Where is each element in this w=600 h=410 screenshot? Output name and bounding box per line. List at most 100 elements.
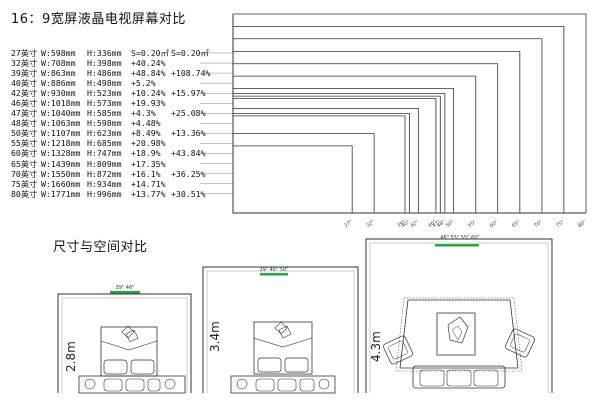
spec-pct: +5.2% [131,78,156,89]
ceiling-height-label: 2.8m [64,341,78,372]
spec-w: W:930mm [41,88,76,99]
bed [100,326,158,377]
spec-pct: +18.9% [131,148,161,159]
spec-h: H:585mm [87,108,122,119]
spec-pct: +16.1% [131,168,161,179]
spec-pct: S=0.20㎡ [131,48,169,58]
screen-outline [233,95,441,213]
bed [253,321,313,375]
spec-h: H:934mm [87,178,122,189]
screen-outline [233,88,455,213]
spec-h: H:486mm [87,68,122,79]
spec-w: W:886mm [41,78,76,89]
spec-size: 42英寸 [11,88,38,99]
size-tick-label: 42" [410,219,421,229]
tv-bar [110,291,140,294]
spec-h: H:872mm [87,168,122,179]
tv-bar [435,244,479,247]
room-medium: 39" 46" 50" 3.4m [202,266,359,394]
spec-size: 27英寸 [11,48,38,58]
spec-w: W:1660mm [41,178,81,189]
spec-size: 48英寸 [11,118,38,129]
spec-h: H:523mm [87,88,122,99]
spec-pct2: +25.08% [171,108,206,119]
spec-size: 65英寸 [11,158,38,169]
size-tick-label: 55" [467,219,478,229]
tv-bar [260,273,288,276]
spec-h: H:747mm [87,148,122,159]
spec-h: H:685mm [87,138,122,149]
size-tick-label: 40" [401,219,412,229]
spec-w: W:1218mm [41,138,81,149]
spec-h: H:573mm [87,98,122,109]
spec-pct: +17.35% [131,158,166,169]
spec-w: W:1771mm [41,188,81,199]
spec-w: W:863mm [41,68,76,79]
tv-size-label: 46" 55" 55" 60" [440,235,479,241]
sofa [78,375,186,394]
spec-pct2: +13.36% [171,128,206,139]
spec-size: 40英寸 [11,78,38,89]
armchair [383,335,413,365]
size-tick-label: 39" [396,219,407,229]
screen-outline [233,75,477,213]
size-tick-label: 50" [445,219,456,229]
room-large: 46" 55" 55" 60" 4.3m [365,235,553,393]
spec-h: H:809mm [87,158,122,169]
spec-size: 39英寸 [11,68,38,79]
size-tick-label: 48" [436,219,447,229]
size-tick-label: 65" [511,219,522,229]
spec-h: H:498mm [87,78,122,89]
spec-h: H:598mm [87,118,122,129]
spec-w: W:1439mm [41,158,81,169]
spec-pct2: +36.25% [171,168,206,179]
spec-h: H:996mm [87,188,122,199]
size-tick-label: 27" [343,219,354,229]
spec-pct: +48.84% [131,68,166,79]
spec-h: H:623mm [87,128,122,139]
screen-outline [233,133,375,213]
size-tick-label: 70" [533,219,544,229]
spec-w: W:1107mm [41,128,81,139]
spec-size: 46英寸 [11,98,38,109]
section-title: 尺寸与空间对比 [53,240,148,255]
spec-pct2: +43.84% [171,148,206,159]
screen-outline [233,63,499,213]
sofa [230,375,336,394]
room-small: 39" 46" 2.8m [57,285,192,394]
spec-pct: +13.77% [131,188,166,199]
spec-pct2: +30.51% [171,188,206,199]
spec-pct2: +108.74% [171,68,211,79]
size-tick-label: 60" [489,219,500,229]
spec-size: 47英寸 [11,108,38,119]
spec-w: W:1063mm [41,118,81,129]
pillows [274,321,292,339]
screen-outline [233,115,406,213]
page-title: 16：9宽屏液晶电视屏幕对比 [11,12,186,27]
sofa [412,365,506,389]
spec-pct: +40.24% [131,58,166,69]
spec-pct2: +15.97% [171,88,206,99]
screen-outline [233,108,419,213]
spec-pct2: S=0.20㎡ [171,48,209,58]
spec-h: H:336mm [87,48,122,58]
screen-outline [233,98,437,213]
armchair [505,328,535,358]
spec-size: 75英寸 [11,178,38,189]
spec-w: W:1328mm [41,148,81,159]
spec-pct: +14.71% [131,178,166,189]
spec-w: W:598mm [41,48,76,58]
